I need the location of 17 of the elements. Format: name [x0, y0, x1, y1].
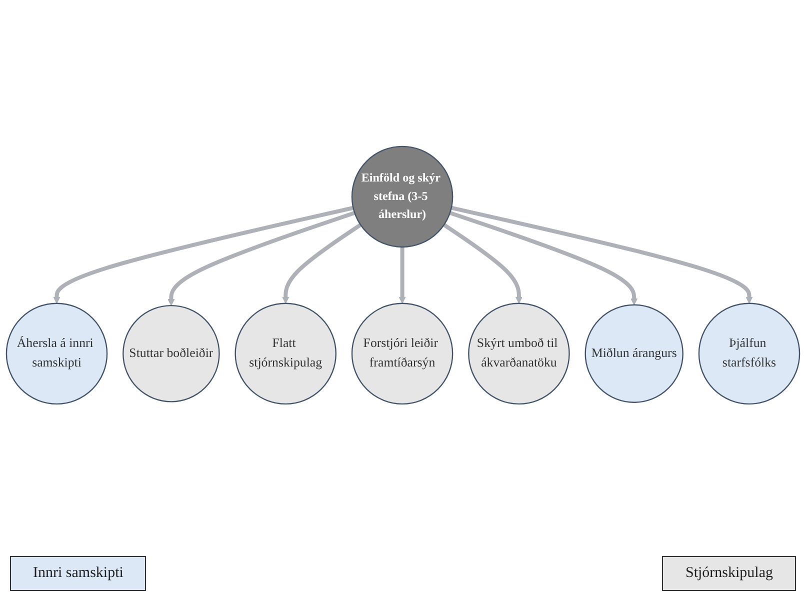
node-circle: Stuttar boðleiðir [122, 304, 220, 402]
node-circle: Áhersla á innri samskipti [6, 302, 108, 404]
node-circle: Forstjóri leiðir framtíðarsýn [351, 302, 454, 404]
node-circle: Skýrt umboð til ákvarðanatöku [468, 302, 570, 404]
arrow [168, 210, 356, 306]
arrow [449, 210, 638, 305]
legend-key: Stjórnskipulag [662, 556, 796, 591]
arrow [450, 206, 753, 304]
node-circle: Þjálfun starfsfólks [698, 302, 800, 404]
arrow [53, 206, 354, 304]
node-circle: Einföld og skýr stefna (3-5 áherslur) [351, 146, 454, 248]
arrow [442, 222, 522, 304]
arrow [282, 222, 362, 304]
legend-key: Innri samskipti [10, 556, 146, 591]
node-circle: Flatt stjórnskipulag [234, 302, 336, 404]
node-circle: Miðlun árangurs [584, 304, 684, 403]
arrow [398, 246, 406, 304]
